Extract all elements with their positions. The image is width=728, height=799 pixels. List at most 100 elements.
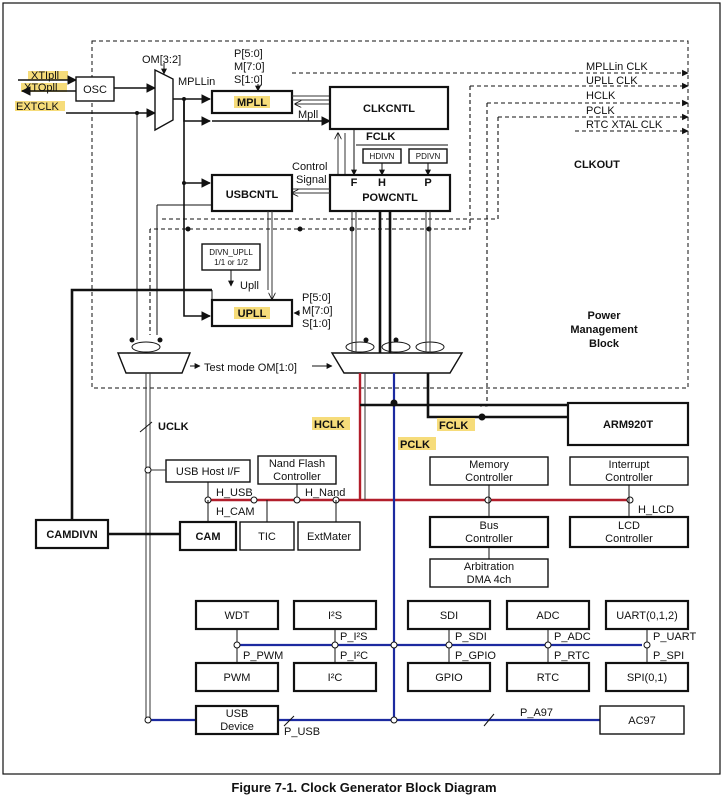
p-usb-label: P_USB xyxy=(284,726,320,738)
busctl-label-1: Bus xyxy=(480,520,499,532)
mpll-param-m: M[7:0] xyxy=(234,61,265,73)
sdi-label: SDI xyxy=(440,610,458,622)
intctl-label-2: Controller xyxy=(605,472,653,484)
p-i2s-label: P_I²S xyxy=(340,631,368,643)
bus-node-3 xyxy=(293,496,301,504)
left-test-mux xyxy=(116,352,192,374)
p-sdi-label: P_SDI xyxy=(455,631,487,643)
divn-upll-box xyxy=(201,243,261,271)
xtopll-label: XTOpll xyxy=(24,82,57,94)
apb-node-5 xyxy=(544,641,552,649)
uart-label: UART(0,1,2) xyxy=(616,610,678,622)
p-spi-label: P_SPI xyxy=(653,650,684,662)
mpll-param-s: S[1:0] xyxy=(234,74,263,86)
powcntl-port-h: H xyxy=(378,177,386,189)
hclk-highlight xyxy=(312,417,350,430)
p-i2c-label: P_I²C xyxy=(340,650,368,662)
bus-node-5 xyxy=(484,496,492,504)
intctl-label-1: Interrupt xyxy=(609,459,650,471)
mpll-label: MPLL xyxy=(237,97,267,109)
usbcntl-box xyxy=(210,173,294,213)
spi-box xyxy=(604,661,690,693)
divn-upll-label-1: DIVN_UPLL xyxy=(209,248,253,257)
tic-label: TIC xyxy=(258,531,276,543)
h-nand-label: H_Nand xyxy=(305,487,345,499)
lcdctl-label-2: Controller xyxy=(605,533,653,545)
clkout-label: CLKOUT xyxy=(574,159,620,171)
right-mux-gate-2 xyxy=(381,341,411,353)
cam-label: CAM xyxy=(195,531,220,543)
osc-box xyxy=(75,76,115,102)
arm920t-box xyxy=(566,401,690,447)
mux-dot-1 xyxy=(129,337,135,343)
uclk-usb-node xyxy=(144,716,152,724)
pmb-label-3: Block xyxy=(589,338,620,350)
lcdctl-label-1: LCD xyxy=(618,520,640,532)
fclk-top-label: FCLK xyxy=(366,131,395,143)
powcntl-port-f: F xyxy=(351,177,358,189)
cam-box xyxy=(178,520,238,552)
tic-box xyxy=(239,521,295,551)
upll-param-p: P[5:0] xyxy=(302,292,331,304)
upll-to-camdivn xyxy=(70,288,212,520)
memctl-label-1: Memory xyxy=(469,459,509,471)
ac97-label: AC97 xyxy=(628,715,656,727)
h-lcd-label: H_LCD xyxy=(638,504,674,516)
om32-mux xyxy=(154,68,174,132)
apb-node-2 xyxy=(331,641,339,649)
adc-label: ADC xyxy=(536,610,559,622)
extclk-label: EXTCLK xyxy=(16,101,59,113)
upll-highlight xyxy=(234,307,270,319)
uart-box xyxy=(604,599,690,631)
apb-node-3 xyxy=(390,641,398,649)
arb-label-2: DMA 4ch xyxy=(467,574,512,586)
power-management-boundary xyxy=(91,40,689,389)
mpll-highlight xyxy=(234,96,270,108)
hdivn-label: HDIVN xyxy=(370,152,395,161)
p-usb-slash xyxy=(283,715,295,727)
clkcntl-box xyxy=(328,85,450,131)
test-mode-label: Test mode OM[1:0] xyxy=(204,362,297,374)
apb-node-1 xyxy=(233,641,241,649)
upll-dashed-return xyxy=(150,86,471,230)
clkout-3: HCLK xyxy=(586,90,616,102)
busctl-label-2: Controller xyxy=(465,533,513,545)
busctl-box xyxy=(428,515,550,549)
usb-device-box xyxy=(194,704,280,736)
control-signal-2: Signal xyxy=(296,174,327,186)
mux-dot-4 xyxy=(393,337,399,343)
extmater-label: ExtMater xyxy=(307,531,351,543)
figure-caption: Figure 7-1. Clock Generator Block Diagra… xyxy=(231,780,496,795)
pmb-label-1: Power xyxy=(587,310,621,322)
p-a97-slash xyxy=(483,713,495,727)
outer-frame xyxy=(2,2,721,775)
apb-node-4 xyxy=(445,641,453,649)
fclk-label: FCLK xyxy=(439,420,468,432)
dash-junction-2 xyxy=(297,226,303,232)
p-a97-label: P_A97 xyxy=(520,707,553,719)
extclk-highlight xyxy=(15,101,65,111)
i2c-label: I²C xyxy=(328,672,343,684)
pclk-dashed-return xyxy=(160,117,499,220)
mpll-param-p: P[5:0] xyxy=(234,48,263,60)
osc-label: OSC xyxy=(83,84,107,96)
mpllin-label: MPLLin xyxy=(178,76,215,88)
clkout-1: MPLLin CLK xyxy=(586,61,648,73)
mpllin-bypass xyxy=(183,99,211,126)
hclk-label: HCLK xyxy=(314,419,345,431)
arm920t-label: ARM920T xyxy=(603,419,653,431)
mux-dot-2 xyxy=(157,337,163,343)
ac97-box xyxy=(599,705,685,735)
h-cam-label: H_CAM xyxy=(216,506,255,518)
clkout-5: RTC XTAL CLK xyxy=(586,119,663,131)
wdt-label: WDT xyxy=(224,610,249,622)
pclk-usb-node xyxy=(390,716,398,724)
xtipll-label: XTIpll xyxy=(31,70,59,82)
mux-dot-3 xyxy=(363,337,369,343)
upll-out-label: Upll xyxy=(240,280,259,292)
usbcntl-label: USBCNTL xyxy=(226,189,279,201)
clkcntl-label: CLKCNTL xyxy=(363,103,415,115)
fclk-junction xyxy=(478,413,486,421)
pdivn-label: PDIVN xyxy=(416,152,441,161)
